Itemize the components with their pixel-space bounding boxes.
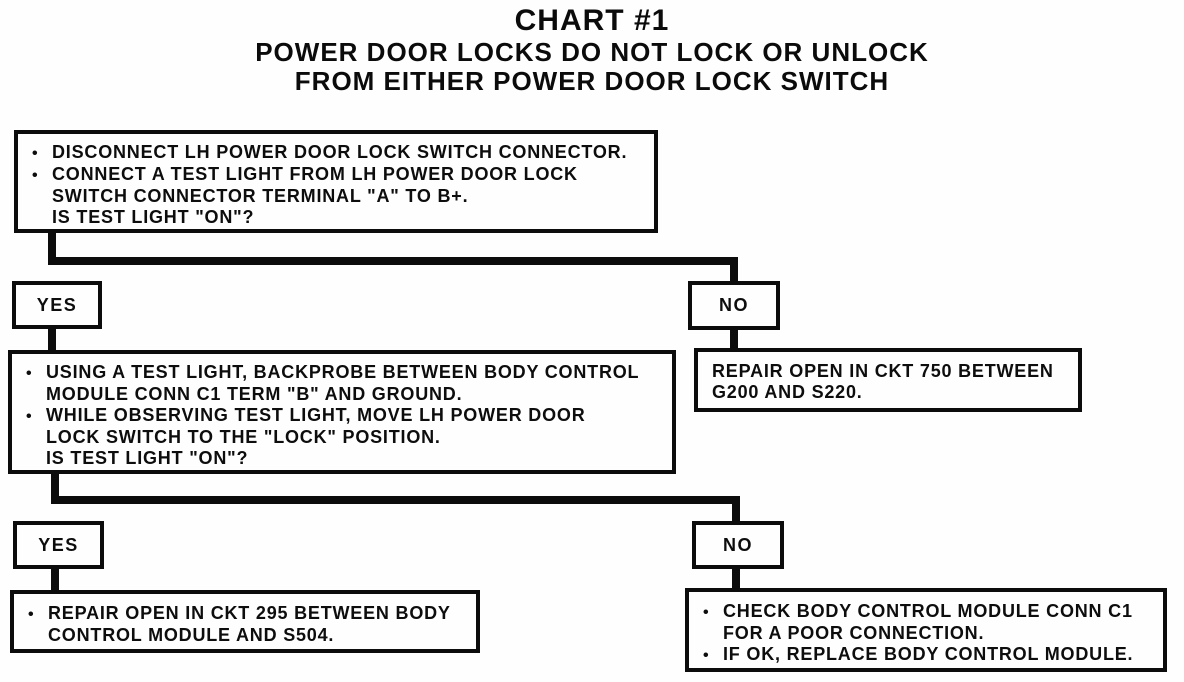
step2-line: • WHILE OBSERVING TEST LIGHT, MOVE LH PO… [26,405,662,427]
step2-line: LOCK SWITCH TO THE "LOCK" POSITION. [26,427,662,448]
step2-line: MODULE CONN C1 TERM "B" AND GROUND. [26,384,662,405]
bullet-icon: • [703,604,710,621]
result-ckt295-box: • REPAIR OPEN IN CKT 295 BETWEEN BODY CO… [10,590,480,653]
result-bcm-text-1: CHECK BODY CONTROL MODULE CONN C1 [723,601,1133,621]
result-ckt295-line: CONTROL MODULE AND S504. [28,625,466,646]
decision-no-1: NO [688,281,780,330]
step1-line: • DISCONNECT LH POWER DOOR LOCK SWITCH C… [32,142,644,164]
decision-no-2-label: NO [723,534,753,555]
result-ckt750-box: REPAIR OPEN IN CKT 750 BETWEEN G200 AND … [694,348,1082,412]
decision-yes-1: YES [12,281,102,329]
decision-yes-2: YES [13,521,104,569]
result-bcm-text-3: IF OK, REPLACE BODY CONTROL MODULE. [723,644,1134,664]
result-ckt750-text-1: REPAIR OPEN IN CKT 750 BETWEEN [712,361,1054,381]
connector-yes2-down [51,567,59,592]
decision-yes-1-label: YES [36,294,78,315]
step2-text-4: LOCK SWITCH TO THE "LOCK" POSITION. [46,427,441,447]
chart-title-line1: CHART #1 [514,4,670,37]
step2-text-3: WHILE OBSERVING TEST LIGHT, MOVE LH POWE… [46,405,586,425]
result-ckt750-text-2: G200 AND S220. [712,382,863,402]
connector-no2-down [732,567,740,590]
step1-text-2: CONNECT A TEST LIGHT FROM LH POWER DOOR … [52,164,578,184]
step2-text-2: MODULE CONN C1 TERM "B" AND GROUND. [46,384,463,404]
step2-line: IS TEST LIGHT "ON"? [26,448,662,469]
connector-branch1-no-down [730,257,738,284]
decision-yes-2-label: YES [38,534,79,555]
connector-branch2-horizontal [51,496,740,504]
connector-no1-down [730,328,738,350]
step2-text-1: USING A TEST LIGHT, BACKPROBE BETWEEN BO… [46,362,640,382]
connector-branch1-horizontal [48,257,738,265]
step1-box: • DISCONNECT LH POWER DOOR LOCK SWITCH C… [14,130,658,233]
chart-title-line3: FROM EITHER POWER DOOR LOCK SWITCH [294,65,890,96]
chart-title: CHART #1 POWER DOOR LOCKS DO NOT LOCK OR… [0,4,1184,96]
step1-text-1: DISCONNECT LH POWER DOOR LOCK SWITCH CON… [52,142,628,162]
bullet-icon: • [703,647,710,664]
chart-title-line2: POWER DOOR LOCKS DO NOT LOCK OR UNLOCK [255,36,929,67]
result-bcm-line: • CHECK BODY CONTROL MODULE CONN C1 [703,601,1153,623]
bullet-icon: • [26,408,33,425]
bullet-icon: • [26,365,33,382]
decision-no-2: NO [692,521,784,569]
result-bcm-line: FOR A POOR CONNECTION. [703,623,1153,644]
connector-branch2-no-down [732,496,740,522]
bullet-icon: • [32,167,39,184]
bullet-icon: • [28,606,35,623]
connector-step1-down [48,232,56,265]
result-bcm-box: • CHECK BODY CONTROL MODULE CONN C1 FOR … [685,588,1167,672]
step2-box: • USING A TEST LIGHT, BACKPROBE BETWEEN … [8,350,676,474]
step1-text-3: SWITCH CONNECTOR TERMINAL "A" TO B+. [52,186,469,206]
bullet-icon: • [32,145,39,162]
step2-line: • USING A TEST LIGHT, BACKPROBE BETWEEN … [26,362,662,384]
step1-text-4: IS TEST LIGHT "ON"? [52,207,255,227]
result-ckt295-text-1: REPAIR OPEN IN CKT 295 BETWEEN BODY [48,603,451,623]
result-ckt295-line: • REPAIR OPEN IN CKT 295 BETWEEN BODY [28,603,466,625]
result-ckt295-text-2: CONTROL MODULE AND S504. [48,625,335,645]
decision-no-1-label: NO [719,295,749,315]
result-ckt750-line: G200 AND S220. [712,382,1068,403]
connector-step2-down [51,474,59,504]
step1-line: IS TEST LIGHT "ON"? [32,207,644,228]
step1-line: • CONNECT A TEST LIGHT FROM LH POWER DOO… [32,164,644,186]
connector-yes1-down [48,327,56,352]
result-ckt750-line: REPAIR OPEN IN CKT 750 BETWEEN [712,361,1068,382]
step2-text-5: IS TEST LIGHT "ON"? [46,448,249,468]
step1-line: SWITCH CONNECTOR TERMINAL "A" TO B+. [32,186,644,207]
result-bcm-line: • IF OK, REPLACE BODY CONTROL MODULE. [703,644,1153,666]
result-bcm-text-2: FOR A POOR CONNECTION. [723,623,985,643]
